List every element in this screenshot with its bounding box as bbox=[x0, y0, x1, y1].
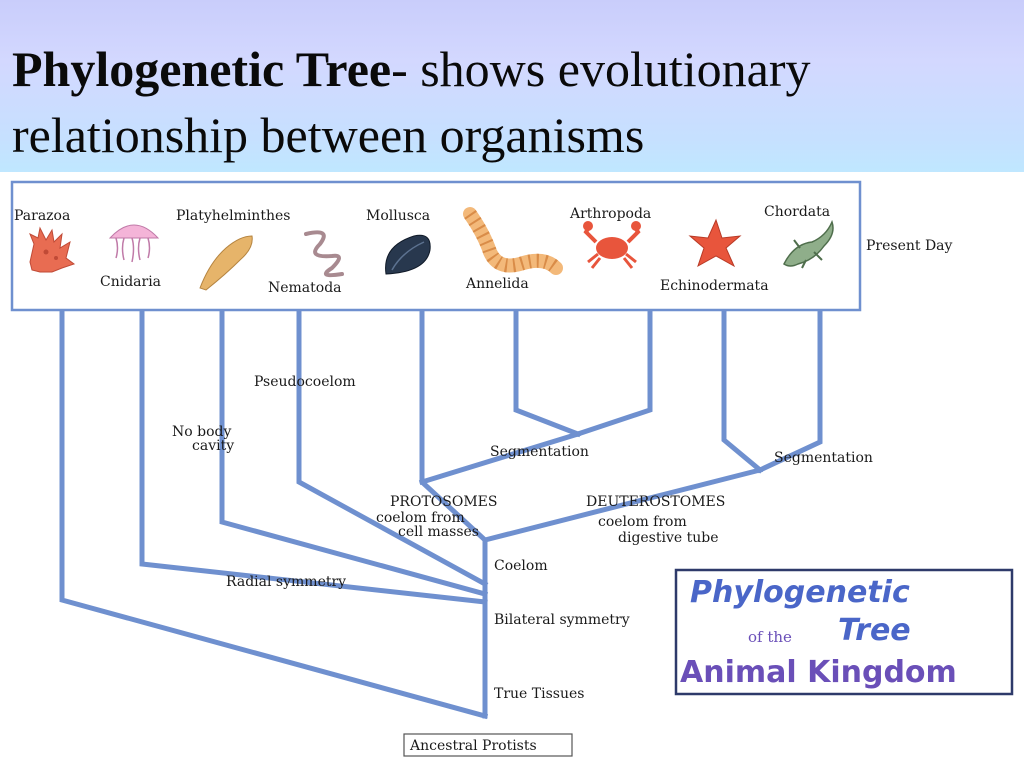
tree-svg: Parazoa Cnidaria Platyhelminthes Nematod… bbox=[10, 180, 1014, 757]
taxon-cnidaria: Cnidaria bbox=[100, 274, 161, 290]
mussel-icon bbox=[385, 234, 431, 275]
label-no-body-cavity-line2: cavity bbox=[192, 438, 234, 454]
label-radial-symmetry: Radial symmetry bbox=[226, 574, 346, 590]
flatworm-icon bbox=[199, 235, 253, 291]
tree-branches bbox=[59, 309, 823, 720]
label-protostomes-desc-line1: coelom from bbox=[376, 510, 465, 526]
branch-deuterostomes bbox=[481, 466, 764, 544]
logo-of-the: of the bbox=[748, 628, 792, 646]
taxon-nematoda: Nematoda bbox=[268, 280, 342, 296]
sponge-icon bbox=[29, 226, 76, 273]
taxon-platyhelminthes: Platyhelminthes bbox=[176, 208, 290, 224]
logo-tree: Tree bbox=[838, 613, 911, 648]
label-deuterostomes-desc-line1: coelom from bbox=[598, 514, 687, 530]
label-coelom: Coelom bbox=[494, 558, 548, 574]
logo-line3: Animal Kingdom bbox=[680, 655, 957, 690]
label-segmentation-left: Segmentation bbox=[490, 444, 589, 460]
roundworm-icon bbox=[304, 230, 344, 278]
phylogenetic-tree-logo: Phylogenetic of the Tree Animal Kingdom bbox=[674, 568, 1014, 696]
slide-title: Phylogenetic Tree- shows evolutionary re… bbox=[12, 36, 1012, 168]
branch-arthropoda bbox=[574, 309, 653, 438]
label-ancestral-protists: Ancestral Protists bbox=[409, 738, 537, 754]
taxon-echinodermata: Echinodermata bbox=[660, 278, 769, 294]
ancestral-protists-box bbox=[403, 733, 573, 757]
branch-echinodermata bbox=[721, 309, 764, 474]
branch-annelida bbox=[513, 309, 582, 438]
taxon-arthropoda: Arthropoda bbox=[569, 206, 651, 222]
taxon-mollusca: Mollusca bbox=[366, 208, 430, 224]
present-day-label: Present Day bbox=[866, 238, 953, 254]
label-no-body-cavity-line1: No body bbox=[172, 424, 231, 440]
label-pseudocoelom: Pseudocoelom bbox=[254, 374, 356, 390]
label-protostomes: PROTOSOMES bbox=[390, 494, 497, 510]
slide-title-bold: Phylogenetic Tree bbox=[12, 41, 392, 97]
branch-cnidaria bbox=[139, 309, 488, 605]
logo-frame bbox=[674, 568, 1014, 696]
phylogenetic-tree-diagram: Parazoa Cnidaria Platyhelminthes Nematod… bbox=[0, 172, 1024, 768]
branch-chordata bbox=[756, 309, 823, 474]
label-protostomes-desc-line2: cell masses bbox=[398, 524, 479, 540]
branch-platyhelminthes bbox=[219, 309, 489, 598]
jellyfish-icon bbox=[108, 224, 160, 263]
branch-nematoda bbox=[296, 309, 489, 588]
label-bilateral-symmetry: Bilateral symmetry bbox=[494, 612, 630, 628]
label-segmentation-right: Segmentation bbox=[774, 450, 873, 466]
starfish-icon bbox=[688, 218, 742, 268]
taxon-annelida: Annelida bbox=[465, 276, 529, 292]
branch-parazoa bbox=[59, 309, 489, 720]
logo-line1: Phylogenetic bbox=[690, 575, 910, 610]
segmented-worm-icon bbox=[463, 207, 563, 275]
label-deuterostomes: DEUTEROSTOMES bbox=[586, 494, 725, 510]
slide-title-rest: - shows evolutionary relationship betwee… bbox=[12, 41, 811, 163]
label-true-tissues: True Tissues bbox=[494, 686, 584, 702]
taxon-parazoa: Parazoa bbox=[14, 208, 70, 224]
taxon-chordata: Chordata bbox=[764, 204, 830, 220]
crab-icon bbox=[583, 221, 641, 269]
label-deuterostomes-desc-line2: digestive tube bbox=[618, 530, 719, 546]
lizard-icon bbox=[783, 219, 834, 269]
branch-segmentation-left bbox=[418, 430, 582, 486]
